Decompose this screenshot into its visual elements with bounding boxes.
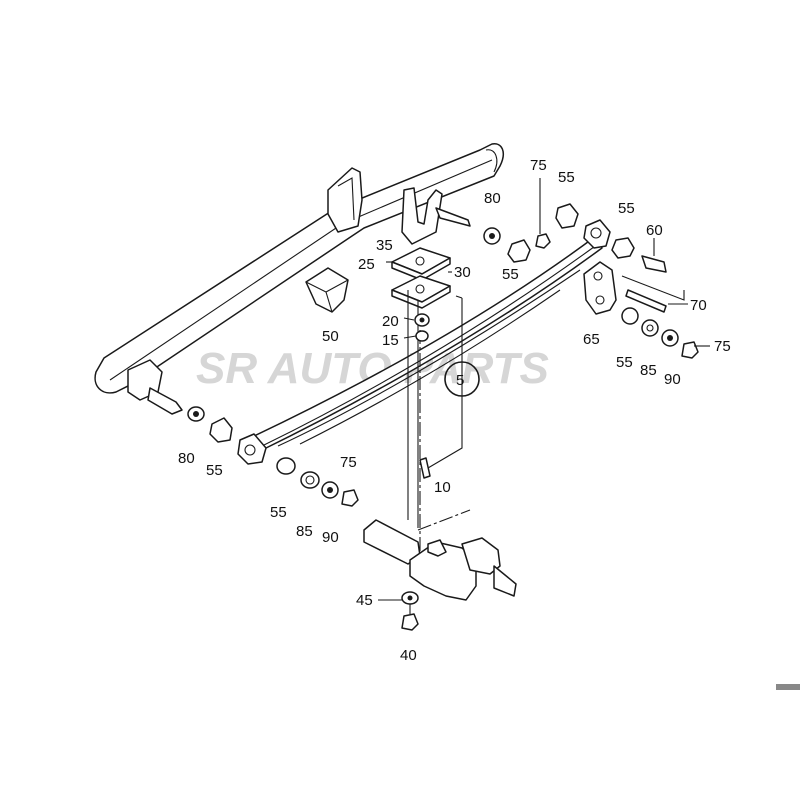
callout-40: 40: [400, 647, 417, 664]
callout-5: 5: [456, 372, 464, 389]
callout-75-left: 75: [340, 454, 357, 471]
callout-circle-5: [444, 361, 480, 397]
frame-rail: [94, 143, 504, 415]
front-bushings: [187, 406, 359, 507]
callout-55-right-top: 55: [618, 200, 635, 217]
callout-65: 65: [583, 331, 600, 348]
leaf-spring: [237, 219, 611, 465]
callout-85-right: 85: [640, 362, 657, 379]
rear-bushings-and-shackle: [483, 203, 699, 359]
part-50-pad: [305, 267, 349, 313]
callout-25: 25: [358, 256, 375, 273]
callout-30: 30: [454, 264, 471, 281]
leader-lines: [378, 178, 710, 601]
callout-15: 15: [382, 332, 399, 349]
edge-marker: [776, 684, 800, 690]
callout-55-top: 55: [558, 169, 575, 186]
callout-50: 50: [322, 328, 339, 345]
callout-80-top: 80: [484, 190, 501, 207]
callout-75-right: 75: [714, 338, 731, 355]
bottom-nut-washer: [401, 591, 419, 631]
callout-35: 35: [376, 237, 393, 254]
callout-10: 10: [434, 479, 451, 496]
callout-70: 70: [690, 297, 707, 314]
callout-75-top: 75: [530, 157, 547, 174]
part-25-plate: [391, 247, 451, 281]
callout-55-mid: 55: [502, 266, 519, 283]
callout-45: 45: [356, 592, 373, 609]
callout-90-left: 90: [322, 529, 339, 546]
center-washers-and-bolt: [414, 313, 431, 479]
callout-85-left: 85: [296, 523, 313, 540]
callout-20: 20: [382, 313, 399, 330]
callout-55-right: 55: [616, 354, 633, 371]
callout-60: 60: [646, 222, 663, 239]
center-bolt-lines: [407, 290, 463, 580]
callout-55-bottom: 55: [270, 504, 287, 521]
callout-80-left: 80: [178, 450, 195, 467]
callout-90-right: 90: [664, 371, 681, 388]
callout-55-left: 55: [206, 462, 223, 479]
axle-housing: [363, 509, 517, 601]
part-30-plate: [391, 275, 451, 309]
